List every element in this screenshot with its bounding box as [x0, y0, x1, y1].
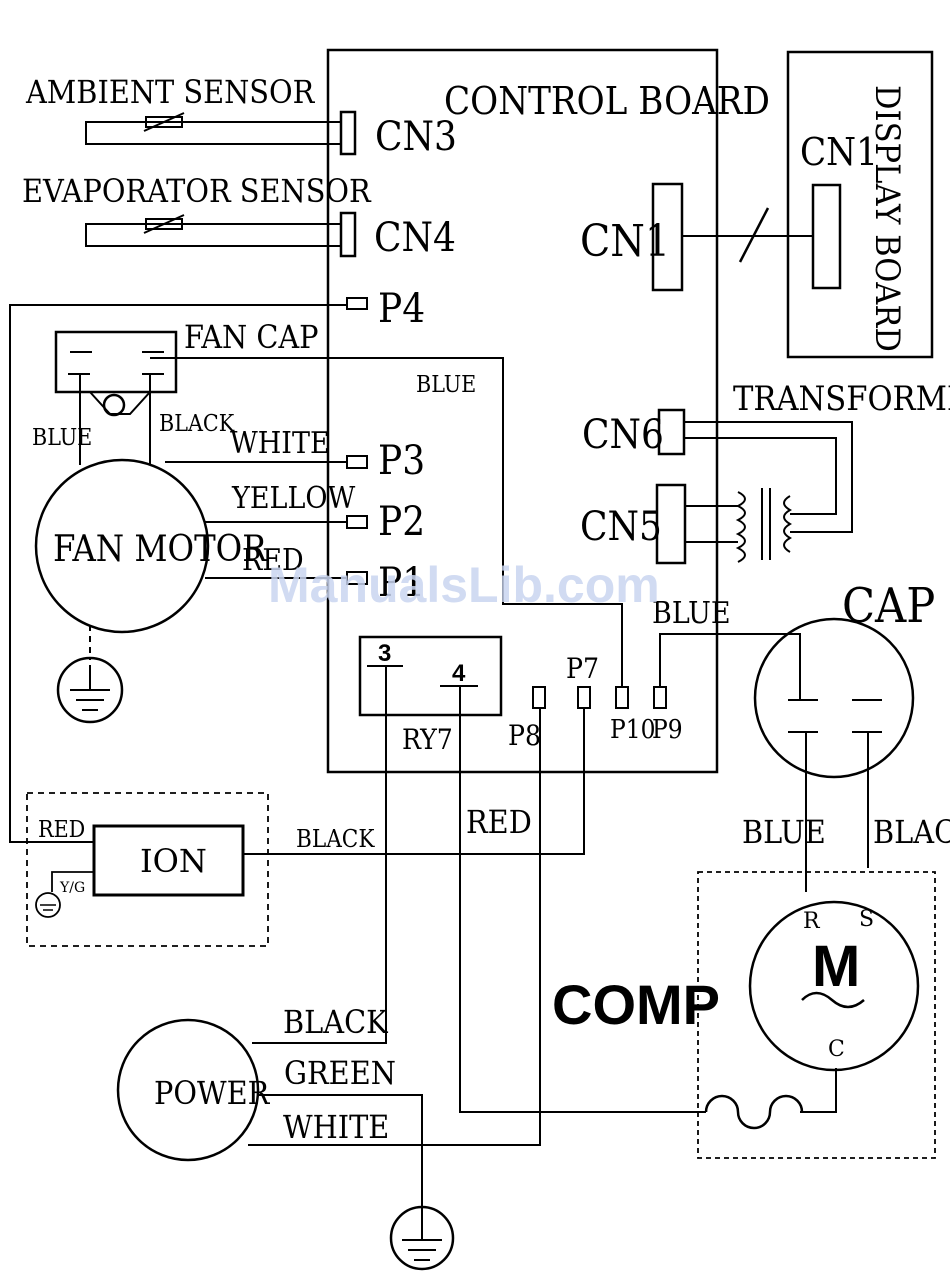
overload-protector — [706, 1096, 802, 1128]
yg-label: Y/G — [59, 880, 85, 896]
fan-cap-mount — [104, 395, 124, 415]
display-board-outline — [788, 52, 932, 357]
wire-white-power-label: WHITE — [283, 1108, 389, 1146]
p3-label: P3 — [378, 438, 425, 484]
p4-label: P4 — [378, 286, 425, 332]
p8-label: P8 — [508, 719, 541, 752]
transformer-secondary-coil — [784, 496, 790, 552]
p7-label: P7 — [566, 652, 599, 685]
power-label: POWER — [154, 1074, 271, 1112]
wire-red-ion-label: RED — [38, 817, 85, 843]
fan-cap-bracket — [90, 392, 150, 414]
wire-blue-fancap-label: BLUE — [416, 372, 476, 398]
p4-terminal — [347, 298, 367, 309]
p10-terminal — [616, 687, 628, 708]
ambient-sensor-label: AMBIENT SENSOR — [25, 73, 316, 111]
cn4-label: CN4 — [374, 215, 456, 261]
ion-label: ION — [140, 842, 207, 880]
compressor-motor-r: R — [803, 909, 821, 934]
display-cn1-connector — [813, 185, 840, 288]
display-cn1-label: CN1 — [800, 130, 878, 174]
transformer-label: TRANSFORMER — [733, 379, 950, 419]
ry7-label: RY7 — [402, 723, 453, 756]
fan-motor-label: FAN MOTOR — [53, 529, 268, 570]
wire-blue-cap-label: BLUE — [742, 813, 826, 851]
wire-white-p3-label: WHITE — [230, 426, 330, 461]
wire-black-left-label: BLACK — [159, 411, 235, 437]
wire-black-power-label: BLACK — [283, 1003, 388, 1041]
wire-green-power-label: GREEN — [284, 1054, 396, 1092]
fan-cap-body — [56, 332, 176, 392]
p9-label: P9 — [652, 715, 683, 745]
p3-terminal — [347, 456, 367, 468]
comp-label: COMP — [552, 973, 720, 1036]
wire-blue-p9-label: BLUE — [652, 596, 731, 631]
wire-yellow-p2-label: YELLOW — [231, 481, 356, 516]
wire-black-cap-label: BLACK — [873, 813, 950, 851]
cn6-secondary-wire-b — [684, 438, 836, 514]
watermark: ManualsLib.com — [268, 557, 660, 613]
wire-black-ion-label: BLACK — [296, 825, 375, 853]
cap-label: CAP — [842, 578, 935, 634]
cn3-label: CN3 — [375, 114, 457, 160]
p7-terminal — [578, 687, 590, 708]
cn5-label: CN5 — [580, 504, 662, 550]
evaporator-sensor-label: EVAPORATOR SENSOR — [22, 172, 372, 210]
control-cn1-label: CN1 — [580, 216, 670, 267]
wire-blue-left-label: BLUE — [32, 425, 92, 451]
p2-terminal — [347, 516, 367, 528]
p10-label: P10 — [610, 715, 656, 745]
compressor-common-wire — [800, 1068, 836, 1112]
cn3-connector — [341, 112, 355, 154]
transformer-primary-coil — [738, 492, 745, 562]
compressor-motor-c: C — [828, 1037, 845, 1062]
cn4-connector — [341, 213, 355, 256]
ry7-pin4-label: 4 — [452, 660, 466, 687]
p2-label: P2 — [378, 499, 425, 545]
compressor-motor-m: M — [812, 934, 860, 999]
p8-terminal — [533, 687, 545, 708]
compressor-motor-s: S — [859, 907, 874, 932]
fan-cap-label: FAN CAP — [184, 318, 319, 356]
ry7-pin3-label: 3 — [378, 640, 391, 667]
display-board-label: DISPLAY BOARD — [867, 85, 907, 352]
ambient-sensor-wire — [86, 122, 342, 144]
p9-terminal — [654, 687, 666, 708]
control-board-label: CONTROL BOARD — [444, 79, 770, 123]
p9-blue-wire — [660, 634, 800, 700]
wire-red-comp-label: RED — [466, 803, 532, 841]
cn6-label: CN6 — [582, 412, 664, 458]
evaporator-sensor-wire — [86, 224, 342, 246]
run-capacitor — [755, 619, 913, 777]
